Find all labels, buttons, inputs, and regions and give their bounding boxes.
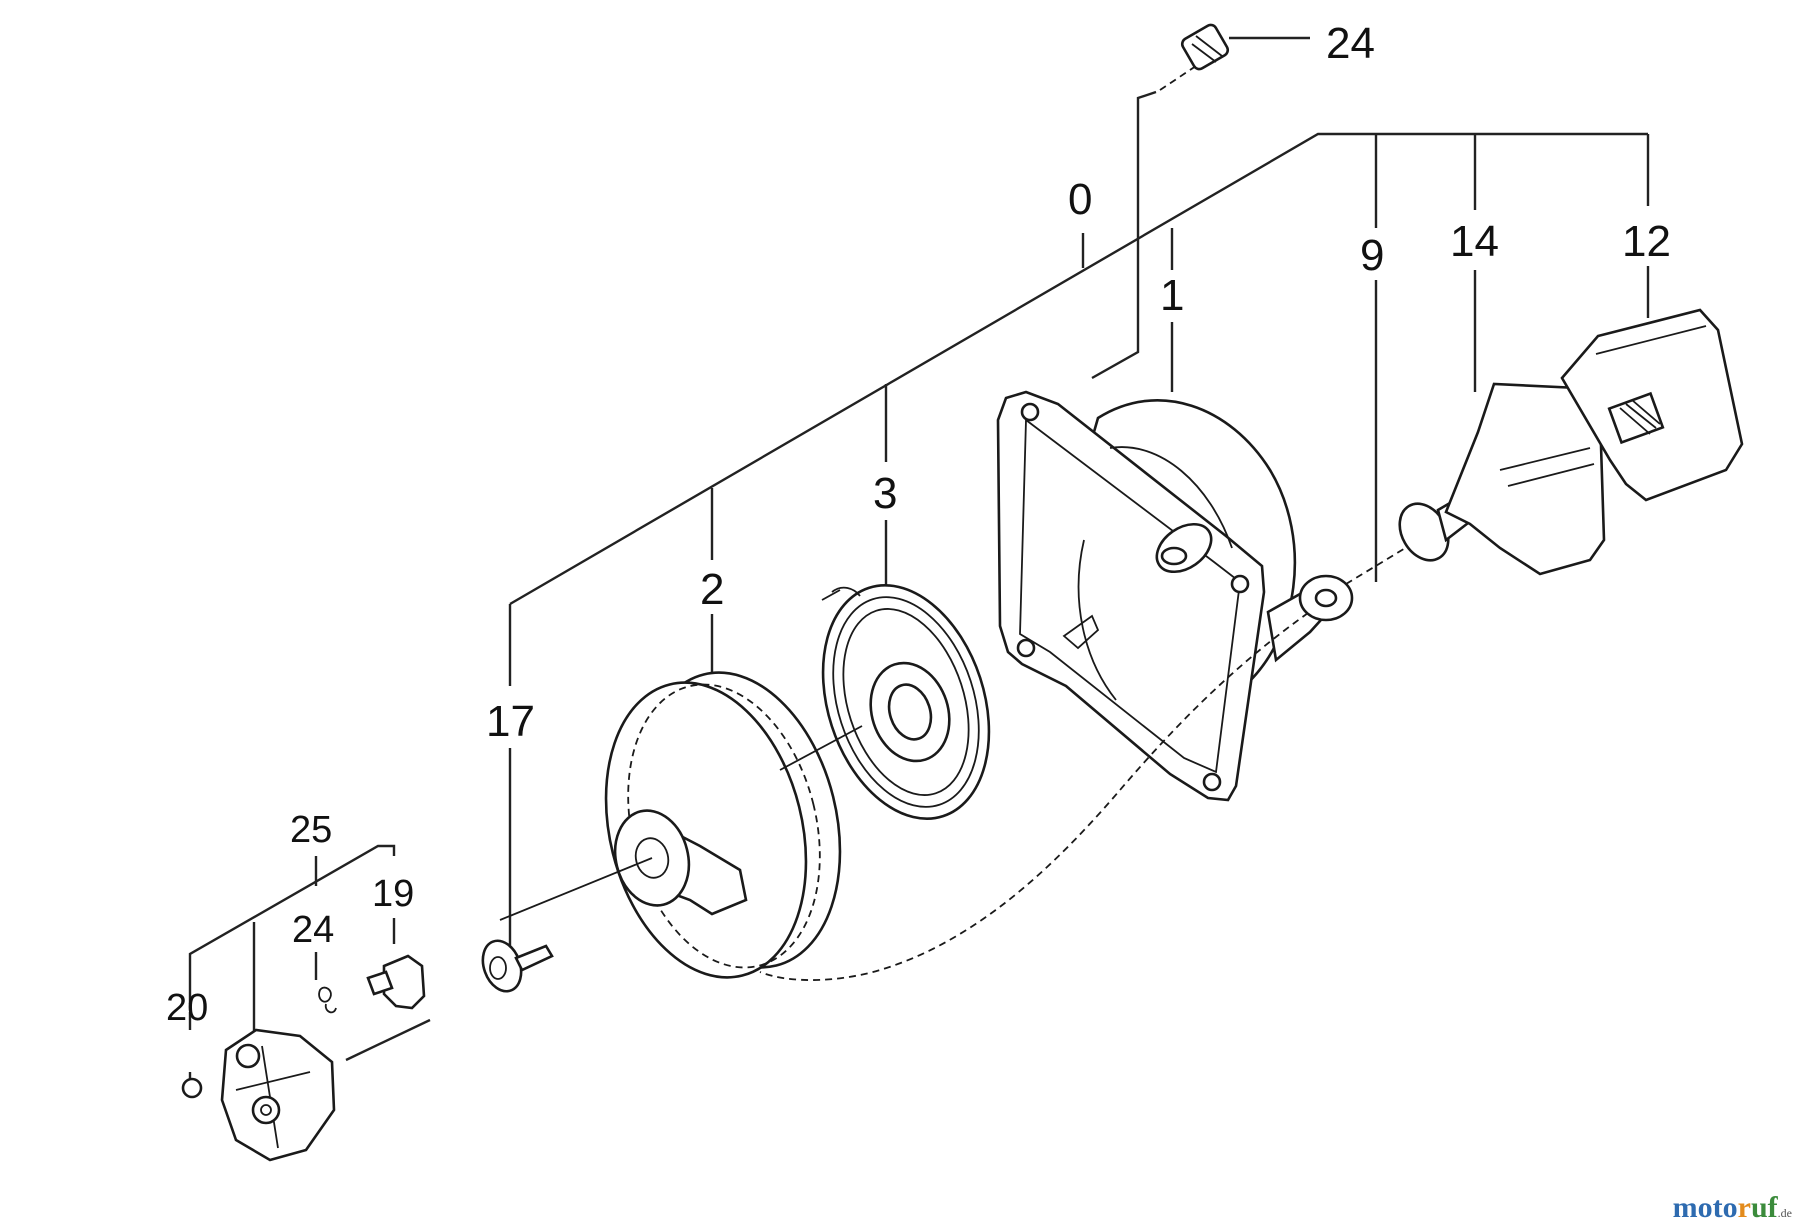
label-part-17: 17	[486, 697, 535, 746]
label-part-20: 20	[166, 987, 208, 1029]
watermark-logo: motoruf.de	[1673, 1191, 1792, 1225]
label-part-24-top: 24	[1326, 19, 1375, 68]
label-part-19: 19	[372, 873, 414, 915]
label-part-0: 0	[1068, 175, 1092, 224]
label-part-14: 14	[1450, 217, 1499, 266]
screw-part-24	[1159, 23, 1230, 91]
label-part-24-lower: 24	[292, 909, 334, 951]
watermark-part2: r	[1737, 1191, 1751, 1224]
screw-part-17	[481, 939, 554, 993]
label-part-2: 2	[700, 565, 724, 614]
part-labels: 24 0 1 9 14 12 3 2 17 25 19 24 20	[166, 19, 1671, 1029]
recoil-spring-part-3	[821, 584, 991, 820]
starter-housing-part-1	[759, 390, 1333, 981]
rope-reel-part-2	[499, 671, 863, 979]
label-part-12: 12	[1622, 217, 1671, 266]
ratchet-assembly	[181, 954, 426, 1162]
label-part-9: 9	[1360, 231, 1384, 280]
handle-insert-part-14	[1398, 382, 1606, 576]
label-part-1: 1	[1160, 271, 1184, 320]
watermark-suffix: .de	[1777, 1206, 1792, 1220]
label-part-3: 3	[873, 469, 897, 518]
rope-bushing-part-9	[1298, 543, 1413, 622]
label-part-25: 25	[290, 809, 332, 851]
watermark-part1: moto	[1672, 1191, 1738, 1224]
leader-lines	[188, 36, 1650, 1086]
watermark-part3: uf	[1750, 1191, 1778, 1224]
starter-handle-part-12	[1560, 308, 1744, 502]
